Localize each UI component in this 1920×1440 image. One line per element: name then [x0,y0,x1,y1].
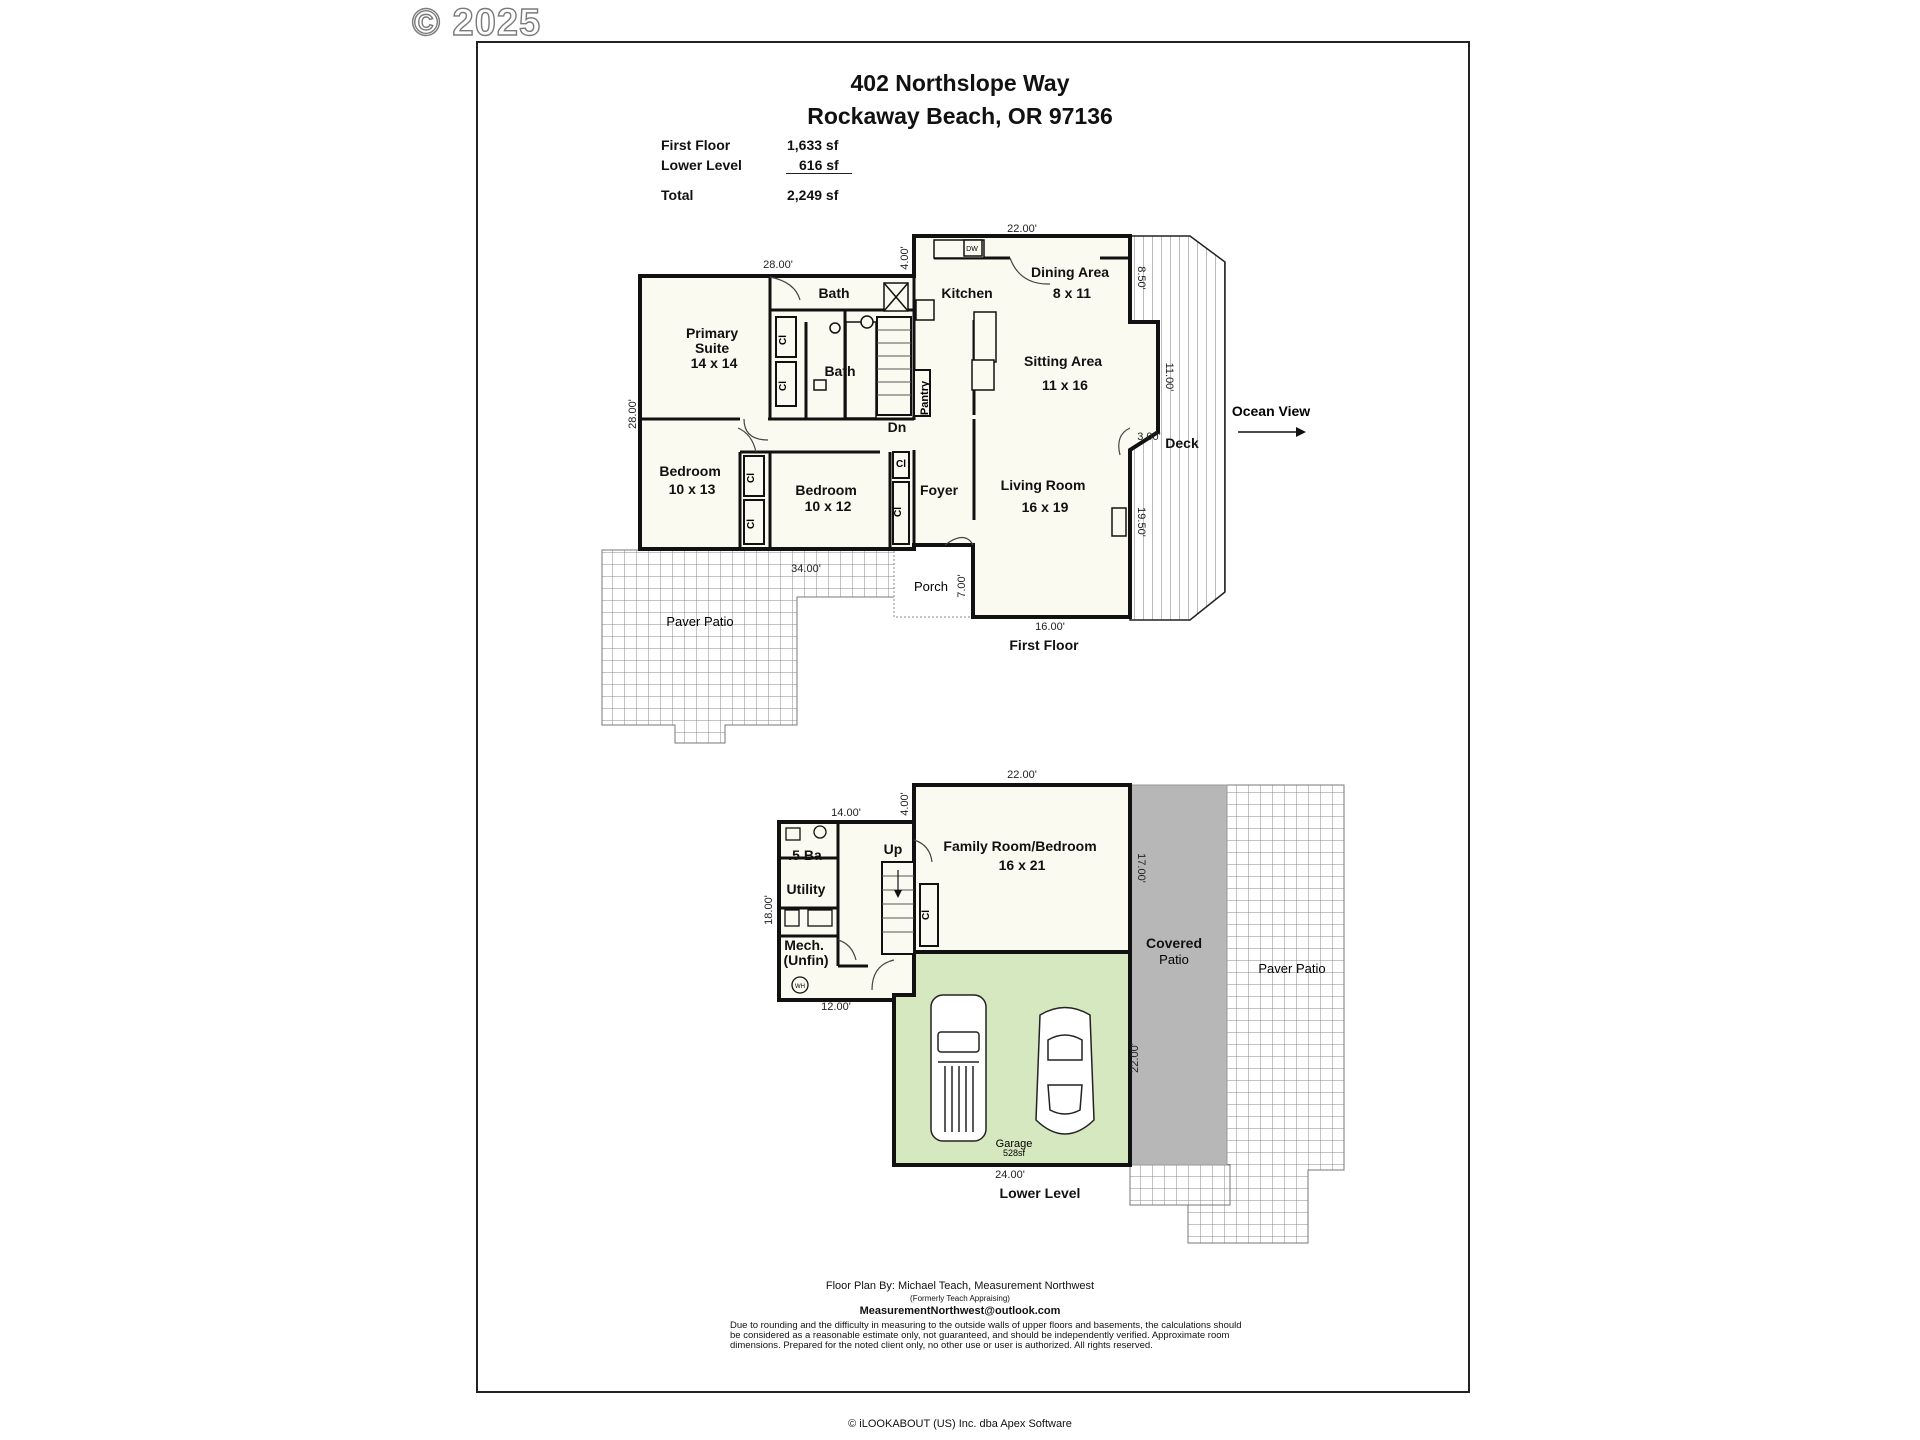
credits-line-2: (Formerly Teach Appraising) [910,1294,1010,1303]
room-bath-lower: Bath [824,363,855,379]
area-label-first-floor: First Floor [661,137,731,153]
covered-patio-label-2: Patio [1159,952,1189,967]
first-floor-plan: DW Primary Suite 14 x 14 Bath Bath Kitch… [601,223,1310,744]
paver-strip [1129,1164,1231,1206]
sports-car-icon [1035,1006,1095,1135]
lower-level-caption: Lower Level [1000,1185,1081,1201]
stairs-down-label: Dn [888,419,907,435]
credits-email: MeasurementNorthwest@outlook.com [859,1305,1061,1317]
area-label-total: Total [661,187,694,203]
room-mech: Mech. (Unfin) [783,937,828,968]
ocean-view-label: Ocean View [1232,403,1310,419]
closet-label: Cl [893,507,904,517]
address-line-1: 402 Northslope Way [850,70,1070,96]
copyright-watermark: © 2025 [411,1,542,44]
dimension-label: 34.00' [791,563,821,575]
credits-line-1: Floor Plan By: Michael Teach, Measuremen… [825,1280,1095,1292]
garage [892,950,1132,1167]
dimension-label: 7.00' [956,574,968,598]
first-floor-caption: First Floor [1009,637,1079,653]
address-line-2: Rockaway Beach, OR 97136 [807,103,1113,129]
room-porch: Porch [914,579,948,594]
room-deck: Deck [1165,435,1199,451]
closet-label: Cl [778,335,789,345]
stairs-up-label: Up [884,841,903,857]
room-kitchen: Kitchen [941,285,992,301]
footer-copyright: © iLOOKABOUT (US) Inc. dba Apex Software [848,1418,1072,1430]
room-bedroom-a: Bedroom 10 x 13 [659,463,724,497]
porch [893,544,975,618]
dimension-label: 12.00' [821,1001,851,1013]
dimension-label: 16.00' [1035,621,1065,633]
dimension-label: 17.00' [1135,853,1147,883]
disclaimer: Due to rounding and the difficulty in me… [730,1320,1242,1351]
room-half-bath: .5 Ba [788,847,822,863]
dimension-label: 18.00' [763,895,775,925]
dimension-label: 4.00' [899,246,911,270]
covered-patio [1129,784,1228,1166]
covered-patio-label-1: Covered [1146,935,1202,951]
stairs-up-arrow-icon [894,870,902,898]
dimension-label: 8.50' [1135,266,1147,290]
room-utility: Utility [787,881,826,897]
dimension-label: 4.00' [899,792,911,816]
area-value-total: 2,249 sf [787,187,839,203]
truck-icon [930,994,987,1142]
paver-patio-upper-label: Paver Patio [666,614,733,629]
area-value-lower-level: 616 sf [799,157,839,173]
room-bedroom-b: Bedroom 10 x 12 [795,482,860,514]
room-foyer: Foyer [920,482,959,498]
area-label-lower-level: Lower Level [661,157,742,173]
closet-label: Cl [921,910,932,920]
dimension-label: 14.00' [831,807,861,819]
closet-label: Cl [778,381,789,391]
area-total-rule [786,173,852,174]
garage-label: Garage [996,1138,1033,1150]
water-heater-label: WH [795,984,805,990]
ocean-view-arrow-icon [1238,427,1306,437]
area-value-first-floor: 1,633 sf [787,137,839,153]
dimension-label: 22.00' [1129,1043,1141,1073]
lower-level-plan: WH Family Room/Bedroom 16 x 21 [763,769,1345,1244]
room-bath-upper: Bath [818,285,849,301]
dishwasher-label: DW [966,246,978,253]
dimension-label: 22.00' [1007,769,1037,781]
dimension-label: 3.00' [1137,431,1161,443]
paver-patio-lower-label: Paver Patio [1258,961,1325,976]
garage-sf-label: 528sf [1003,1148,1026,1158]
room-sitting: Sitting Area 11 x 16 [1024,353,1106,393]
paver-patio-upper [601,549,898,744]
room-family: Family Room/Bedroom 16 x 21 [943,838,1100,873]
first-floor-stairs [876,316,912,416]
closet-label: Cl [746,519,757,529]
room-living: Living Room 16 x 19 [1001,477,1090,515]
closet-label: Cl [746,473,757,483]
dimension-label: 24.00' [995,1169,1025,1181]
pantry-label: Pantry [919,380,931,415]
dimension-label: 11.00' [1163,363,1175,392]
dimension-label: 22.00' [1007,223,1037,235]
dimension-label: 19.50' [1135,507,1147,537]
room-primary-suite: Primary Suite 14 x 14 [686,325,742,371]
dimension-label: 28.00' [763,259,793,271]
closet-label: Cl [896,459,906,470]
room-dining: Dining Area 8 x 11 [1031,264,1113,301]
dimension-label: 28.00' [627,399,639,429]
